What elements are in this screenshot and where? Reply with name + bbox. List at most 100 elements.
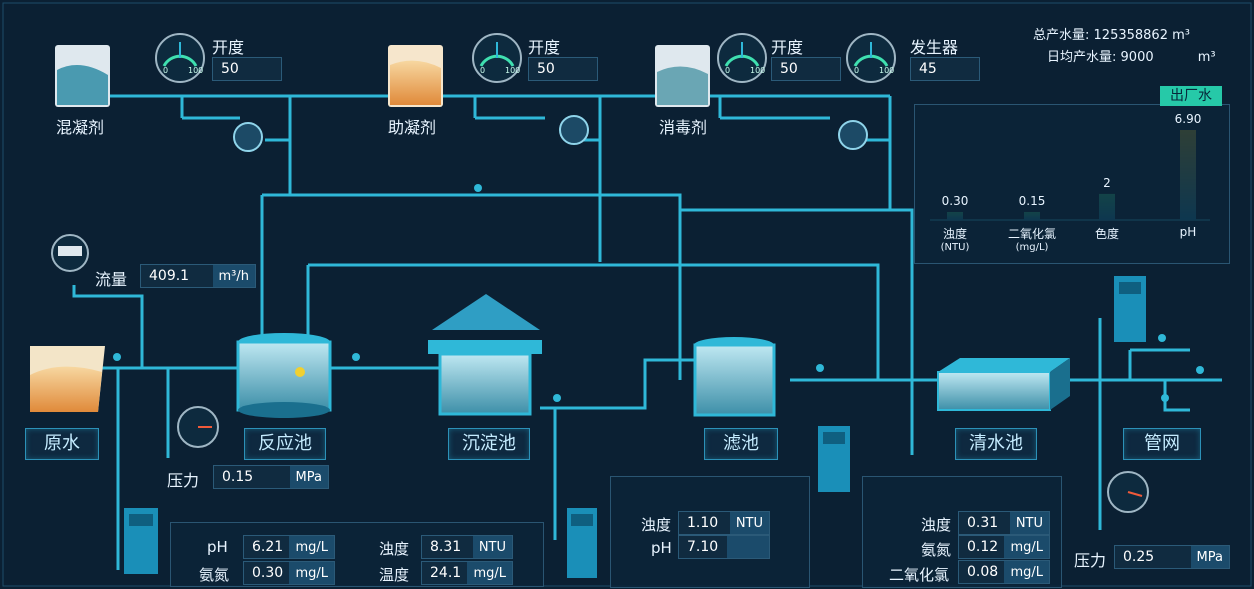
pressure-out-box: 0.25 MPa bbox=[1114, 545, 1230, 569]
pressure-in-label: 压力 bbox=[167, 471, 200, 490]
p1-turb-box: 8.31 NTU bbox=[421, 535, 513, 559]
tag-clear-water-tank[interactable]: 清水池 bbox=[955, 428, 1037, 460]
total-unit: m³ bbox=[1172, 28, 1190, 43]
daily-label: 日均产水量: bbox=[1047, 50, 1117, 65]
p3-cl-label: 二氧化氯 bbox=[889, 566, 950, 584]
aid-label: 助凝剂 bbox=[388, 118, 437, 137]
coagulant-tank bbox=[55, 45, 110, 107]
p3-turb-value: 0.31 bbox=[967, 515, 999, 531]
bar-value-3: 6.90 bbox=[1174, 112, 1202, 126]
tag-filter[interactable]: 滤池 bbox=[704, 428, 778, 460]
aid-param-label: 开度 bbox=[528, 38, 561, 57]
p1-ph-value: 6.21 bbox=[252, 539, 284, 555]
p2-turb-label: 浊度 bbox=[641, 516, 672, 534]
p2-ph-value: 7.10 bbox=[687, 539, 719, 555]
p3-cl-value: 0.08 bbox=[967, 564, 999, 580]
tag-sedimentation-tank[interactable]: 沉淀池 bbox=[448, 428, 530, 460]
pressure-in-value: 0.15 bbox=[222, 469, 254, 485]
p1-temp-value: 24.1 bbox=[430, 565, 462, 581]
bar-value-0: 0.30 bbox=[941, 194, 969, 208]
flow-unit: m³/h bbox=[212, 265, 255, 287]
p2-turb-value: 1.10 bbox=[687, 515, 719, 531]
coagulant-param-label: 开度 bbox=[212, 38, 245, 57]
bar-unit-0: (NTU) bbox=[940, 242, 970, 253]
pressure-in-unit: MPa bbox=[289, 466, 328, 488]
p3-turb-box: 0.31 NTU bbox=[958, 511, 1050, 535]
p3-nh-value: 0.12 bbox=[967, 539, 999, 555]
flow-value: 409.1 bbox=[149, 268, 190, 284]
daily-unit: m³ bbox=[1197, 50, 1216, 65]
p3-turb-unit: NTU bbox=[1009, 512, 1049, 534]
svg-text:0: 0 bbox=[480, 66, 485, 75]
generator-label: 发生器 bbox=[910, 38, 959, 57]
p1-nh-value: 0.30 bbox=[252, 565, 284, 581]
tag-reaction-tank[interactable]: 反应池 bbox=[244, 428, 326, 460]
p2-ph-label: pH bbox=[651, 539, 672, 557]
bar-value-2: 2 bbox=[1103, 175, 1111, 190]
disinfectant-label: 消毒剂 bbox=[659, 118, 708, 137]
panel-filter-quality: 浊度 1.10 NTU pH 7.10 bbox=[610, 476, 810, 588]
p1-nh-label: 氨氮 bbox=[199, 566, 230, 584]
flow-box: 409.1 m³/h bbox=[140, 264, 256, 288]
reaction-tank bbox=[236, 333, 332, 418]
filter-tank bbox=[693, 337, 776, 417]
tag-pipe-network[interactable]: 管网 bbox=[1123, 428, 1201, 460]
pressure-out-value: 0.25 bbox=[1123, 549, 1155, 565]
coagulant-value-box: 50 bbox=[212, 57, 282, 81]
p3-nh-unit: mg/L bbox=[1004, 536, 1049, 558]
coagulant-label: 混凝剂 bbox=[56, 118, 105, 137]
bar-category-1: 二氧化氯 bbox=[1007, 227, 1056, 241]
raw-water-basin bbox=[30, 346, 105, 412]
generator-value: 45 bbox=[919, 61, 937, 77]
p2-ph-box: 7.10 bbox=[678, 535, 770, 559]
flow-label: 流量 bbox=[95, 270, 128, 289]
p1-ph-unit: mg/L bbox=[289, 536, 334, 558]
disinfectant-value-box: 50 bbox=[771, 57, 841, 81]
daily-value: 9000 bbox=[1120, 50, 1154, 65]
p3-cl-box: 0.08 mg/L bbox=[958, 560, 1050, 584]
p1-temp-label: 温度 bbox=[379, 566, 410, 584]
p3-nh-label: 氨氮 bbox=[921, 541, 952, 559]
p2-turb-unit: NTU bbox=[729, 512, 769, 534]
clear-water-tank bbox=[937, 358, 1070, 411]
svg-text:100: 100 bbox=[879, 66, 894, 75]
outlet-title: 出厂水 bbox=[1160, 86, 1222, 106]
p1-temp-box: 24.1 mg/L bbox=[421, 561, 513, 585]
svg-text:0: 0 bbox=[725, 66, 730, 75]
flow-meter bbox=[51, 234, 89, 272]
outlet-panel bbox=[914, 104, 1230, 264]
coagulant-value: 50 bbox=[221, 61, 239, 77]
disinfectant-tank bbox=[655, 45, 710, 107]
svg-text:100: 100 bbox=[750, 66, 765, 75]
p3-nh-box: 0.12 mg/L bbox=[958, 535, 1050, 559]
disinfectant-value: 50 bbox=[780, 61, 798, 77]
total-value: 125358862 bbox=[1093, 28, 1168, 43]
p1-ph-label: pH bbox=[207, 538, 228, 556]
p1-ph-box: 6.21 mg/L bbox=[243, 535, 335, 559]
p3-cl-unit: mg/L bbox=[1004, 561, 1049, 583]
daily-production: 日均产水量: 9000 m³ bbox=[1047, 46, 1216, 65]
p1-turb-value: 8.31 bbox=[430, 539, 462, 555]
pressure-out-unit: MPa bbox=[1190, 546, 1229, 568]
p1-turb-unit: NTU bbox=[472, 536, 512, 558]
p3-turb-label: 浊度 bbox=[921, 516, 952, 534]
p1-turb-label: 浊度 bbox=[379, 540, 410, 558]
p1-temp-unit: mg/L bbox=[467, 562, 512, 584]
svg-text:100: 100 bbox=[188, 66, 203, 75]
bar-category-3: pH bbox=[1179, 225, 1197, 239]
total-production: 总产水量: 125358862 m³ bbox=[1033, 24, 1190, 43]
pressure-in-box: 0.15 MPa bbox=[213, 465, 329, 489]
pressure-out-label: 压力 bbox=[1074, 551, 1107, 570]
bar-value-1: 0.15 bbox=[1018, 194, 1046, 208]
tag-raw-water[interactable]: 原水 bbox=[25, 428, 99, 460]
total-label: 总产水量: bbox=[1033, 28, 1090, 43]
p2-turb-box: 1.10 NTU bbox=[678, 511, 770, 535]
valves bbox=[113, 184, 1204, 402]
aid-value: 50 bbox=[537, 61, 555, 77]
bar-unit-1: (mg/L) bbox=[1015, 242, 1049, 253]
pipes bbox=[72, 94, 1222, 570]
aid-tank bbox=[388, 45, 443, 107]
